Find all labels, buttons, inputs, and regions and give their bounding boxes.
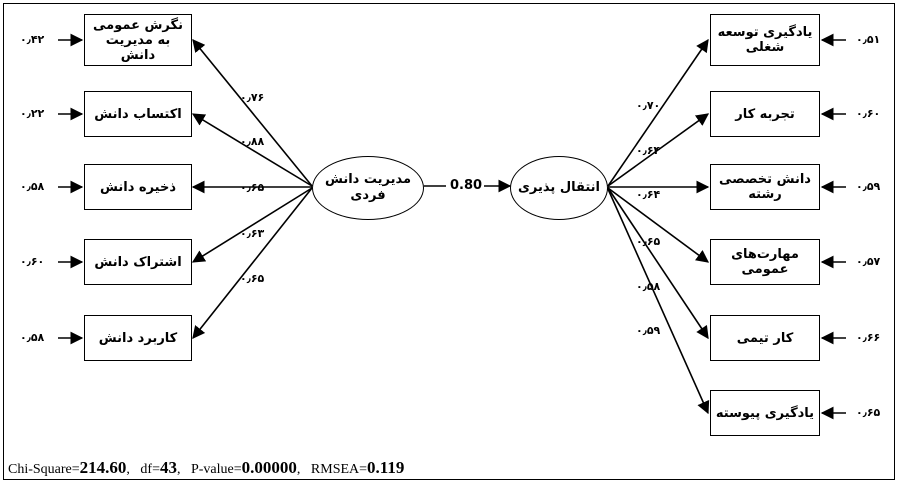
error-value-right-5: ۰٫۶۶ [856,331,881,344]
arrow-right-2 [607,113,710,187]
loading-left-5: ۰٫۶۵ [240,272,265,285]
indicator-label: ذخیره دانش [99,179,177,195]
error-value-right-4: ۰٫۵۷ [856,255,881,268]
indicator-label: دانش تخصصی رشته [719,172,811,202]
indicator-box-right-2: تجربه کار [710,91,820,137]
indicator-label: مهارت‌های عمومی [731,247,799,277]
rmsea-value: 0.119 [367,458,405,477]
arrow-left-5 [192,187,313,340]
indicator-box-left-1: نگرش عمومی به مدیریت دانش [84,14,192,66]
loading-right-6: ۰٫۵۹ [636,324,661,337]
indicator-box-right-3: دانش تخصصی رشته [710,164,820,210]
diagram-frame [3,3,895,480]
arrow-left-4 [191,187,313,263]
error-value-left-4: ۰٫۶۰ [20,255,45,268]
df-value: 43 [159,458,177,477]
indicator-box-right-5: کار تیمی [710,315,820,361]
chi-square-label: Chi-Square= [8,462,80,477]
df-label: df= [140,462,160,477]
error-value-left-1: ۰٫۴۲ [20,33,45,46]
path-coefficient: 0.80 [448,178,485,193]
construct-label: انتقال پذیری [518,180,600,195]
arrow-right-5 [607,187,709,340]
p-value-value: 0.00000 [241,458,297,477]
indicator-label: کار تیمی [736,330,794,346]
chi-square-value: 214.60 [79,458,127,477]
indicator-box-left-2: اکتساب دانش [84,91,192,137]
arrow-right-1 [607,38,709,187]
indicator-box-right-6: یادگیری پیوسته [710,390,820,436]
indicator-label: یادگیری پیوسته [715,405,815,421]
arrow-left-1 [192,39,313,187]
arrow-right-4 [607,187,710,263]
indicator-label: یادگیری توسعه شغلی [717,25,813,55]
indicator-box-left-4: اشتراک دانش [84,239,192,285]
latent-construct-left: مدیریت دانش فردی [312,156,424,220]
indicator-label: تجربه کار [735,106,795,122]
error-value-left-3: ۰٫۵۸ [20,180,45,193]
fit-statistics: Chi-Square=214.60, df=43, P-value=0.0000… [8,458,405,477]
loading-right-4: ۰٫۶۵ [636,235,661,248]
error-value-right-1: ۰٫۵۱ [856,33,881,46]
loading-right-2: ۰٫۶۴ [636,144,661,157]
error-value-right-6: ۰٫۶۵ [856,406,881,419]
loading-right-5: ۰٫۵۸ [636,280,661,293]
arrow-right-6 [607,188,710,415]
indicator-label: اشتراک دانش [94,254,182,270]
loading-left-4: ۰٫۶۳ [240,227,265,240]
error-value-left-2: ۰٫۲۲ [20,107,45,120]
loading-left-1: ۰٫۷۶ [240,91,265,104]
loading-left-3: ۰٫۶۵ [240,181,265,194]
loading-left-2: ۰٫۸۸ [240,135,265,148]
indicator-box-left-3: ذخیره دانش [84,164,192,210]
error-value-left-5: ۰٫۵۸ [20,331,45,344]
arrow-left-2 [191,113,313,187]
indicator-label: اکتساب دانش [94,106,182,122]
latent-construct-right: انتقال پذیری [510,156,608,220]
indicator-label: کاربرد دانش [98,330,178,346]
indicator-label: نگرش عمومی به مدیریت دانش [93,17,183,63]
indicator-box-right-4: مهارت‌های عمومی [710,239,820,285]
error-value-right-3: ۰٫۵۹ [856,180,881,193]
indicator-box-left-5: کاربرد دانش [84,315,192,361]
p-value-label: P-value= [190,462,242,477]
loading-right-3: ۰٫۶۴ [636,188,661,201]
construct-label: مدیریت دانش فردی [324,172,412,203]
rmsea-label: RMSEA= [310,462,368,477]
indicator-box-right-1: یادگیری توسعه شغلی [710,14,820,66]
loading-right-1: ۰٫۷۰ [636,99,661,112]
error-value-right-2: ۰٫۶۰ [856,107,881,120]
